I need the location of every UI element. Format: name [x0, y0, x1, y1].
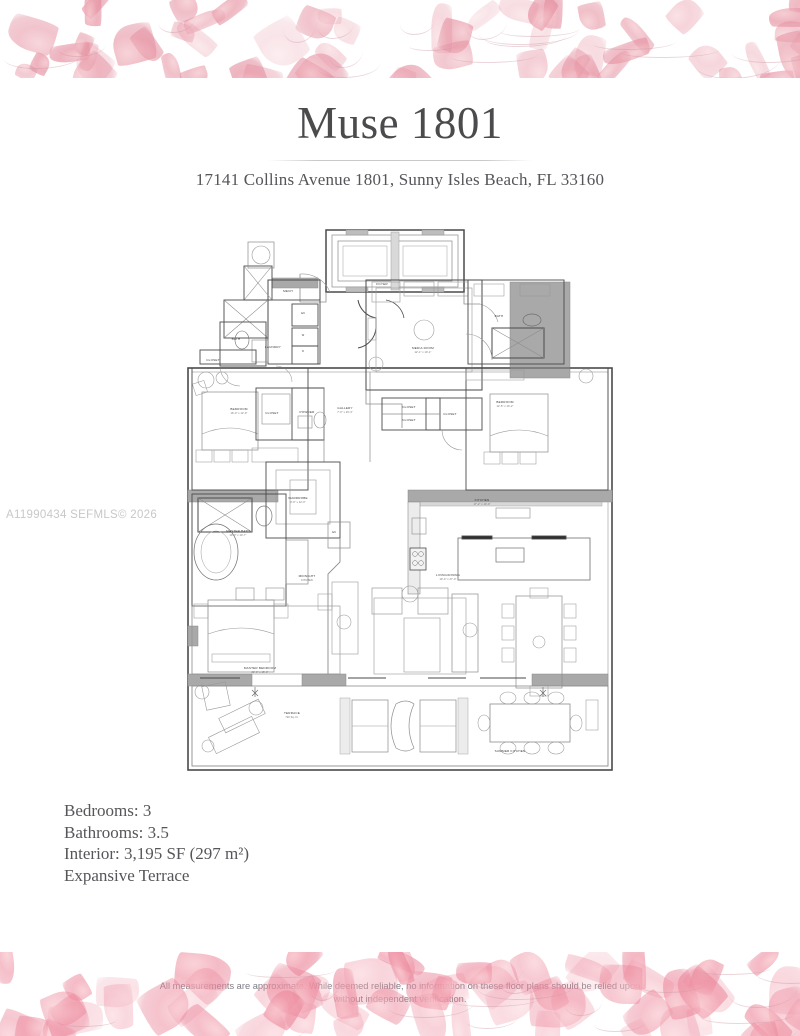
room-label-kitchen: KITCHEN	[475, 498, 490, 502]
media-room-block	[365, 279, 483, 428]
wardrobe-room	[265, 461, 351, 549]
bedroom-3-room	[465, 367, 609, 491]
room-dim-wardrobe: 9'-6" x 12'-0"	[290, 501, 305, 504]
property-address: 17141 Collins Avenue 1801, Sunny Isles B…	[195, 170, 605, 189]
floral-border-top	[0, 0, 800, 78]
room-label-bath-2: BATH	[232, 337, 241, 341]
central-closets	[381, 397, 483, 451]
room-label-mech: MECH	[283, 289, 293, 293]
room-dim-bedroom-2: 16'-0" x 12'-0"	[231, 412, 248, 415]
exterior-walls	[187, 367, 613, 771]
bath-3-room	[465, 279, 565, 365]
service-core	[199, 241, 321, 387]
room-label-media-room: MEDIA ROOM	[412, 346, 434, 350]
mls-watermark: A11990434 SEFMLS© 2026	[6, 509, 158, 521]
room-dim-master-bedroom: 22'-0" x 15'-0"	[252, 671, 269, 674]
room-label-closet-bed2: CLOSET	[206, 358, 219, 362]
room-label-closet-c1: CLOSET	[402, 405, 415, 409]
room-dim-media-room: 12'-1" x 10'-1"	[415, 351, 432, 354]
room-dim-kitchen: 17'-2" x 10'-0"	[474, 503, 491, 506]
room-label-gallery: GALLERY	[337, 406, 352, 410]
terrace-area	[191, 685, 609, 767]
spec-bedrooms: Bedrooms: 3	[64, 801, 152, 820]
room-label-bedroom-3: BEDROOM	[496, 400, 513, 404]
bedroom-2-room	[191, 367, 309, 491]
spec-interior: Interior: 3,195 SF (297 m²)	[64, 844, 249, 863]
master-bath-room	[191, 493, 309, 607]
room-dim-terrace: 720 Sq. Ft.	[285, 716, 299, 719]
room-label-foyer: FOYER	[376, 282, 388, 286]
title-divider	[268, 160, 532, 161]
room-label-laundry: LAUNDRY	[265, 345, 281, 349]
room-label-washer: W	[302, 333, 305, 337]
room-dim-bedroom-3: 12'-5" x 13'-2"	[497, 405, 514, 408]
room-label-midnight-kitchen: MIDNIGHT	[299, 574, 316, 578]
room-dim-gallery: 7'-0" x 16'-4"	[337, 411, 352, 414]
room-label-dryer: D	[302, 349, 304, 353]
gallery-corridor	[323, 372, 371, 462]
room-label-ac-lower: A/C	[332, 530, 336, 534]
living-dining-room	[371, 585, 577, 697]
master-bedroom-room	[191, 599, 341, 711]
page-title: Muse 1801	[297, 98, 503, 148]
room-label-closet-gallery: CLOSET	[265, 411, 278, 415]
room-dim-midnight-kitchen: KITCHEN	[301, 579, 313, 582]
room-label-powder: POWDER	[299, 410, 315, 414]
room-label-master-bath: MASTER BATH	[226, 529, 250, 533]
room-label-bedroom-2: BEDROOM	[230, 407, 247, 411]
midnight-kitchen-area	[317, 538, 359, 674]
structural-walls	[187, 277, 613, 687]
property-specs: Bedrooms: 3 Bathrooms: 3.5 Interior: 3,1…	[64, 800, 249, 886]
room-label-closet-c3: CLOSET	[443, 412, 456, 416]
room-label-bath-3: BATH	[495, 314, 504, 318]
room-label-terrace: TERRACE	[284, 711, 300, 715]
room-label-wardrobe: WARDROBE	[288, 496, 308, 500]
room-label-master-bedroom: MASTER BEDROOM	[244, 666, 276, 670]
room-label-summer-kitchen: SUMMER KITCHEN	[495, 749, 526, 753]
spec-terrace: Expansive Terrace	[64, 865, 190, 885]
room-dim-living-dining: 19'-0" x 27'-0"	[440, 578, 457, 581]
disclaimer-text: All measurements are approximate. While …	[159, 981, 641, 1004]
room-label-ac-upper: A/C	[301, 311, 305, 315]
room-label-living-dining: LIVING/DINING	[436, 573, 461, 577]
spec-bathrooms: Bathrooms: 3.5	[64, 822, 169, 842]
room-dim-master-bath: 19'-0" x 10'-7"	[230, 534, 247, 537]
room-label-closet-c2: CLOSET	[402, 418, 415, 422]
kitchen-room	[407, 501, 603, 595]
